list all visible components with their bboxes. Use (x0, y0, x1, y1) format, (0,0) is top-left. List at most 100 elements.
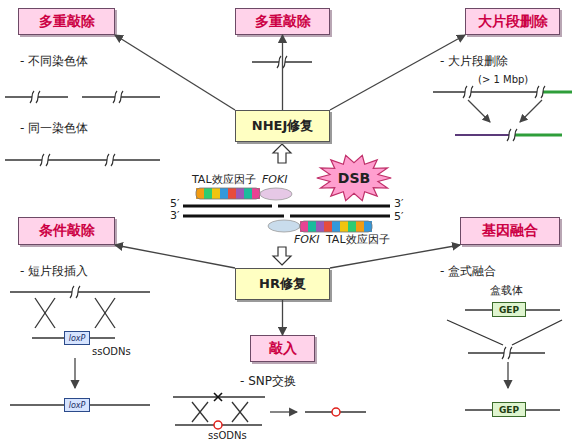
tal-effector-part (356, 221, 364, 232)
category-box: 条件敲除 (18, 217, 115, 245)
snp-exchange-illustration-part (232, 402, 248, 422)
connector-arrow (115, 35, 235, 110)
cassette-fusion-illustration (447, 310, 562, 410)
snp-exchange-illustration-part (214, 421, 222, 429)
annotation-label: 盒载体 (490, 285, 523, 297)
snp-exchange-illustration (173, 393, 366, 429)
annotation-label: FOKI (262, 174, 287, 186)
tal-effector-part (364, 221, 372, 232)
short-insertion-illustration-part (95, 298, 115, 328)
break-symbols-part (30, 91, 40, 103)
short-insertion-illustration-part (10, 291, 150, 292)
connector-arrow (282, 300, 283, 335)
break-symbols-part (277, 56, 287, 68)
large-deletion-illustration (433, 86, 572, 141)
node-text: GEP (499, 305, 519, 315)
dna-strands-part (290, 215, 390, 218)
cassette-fusion-illustration-part (512, 320, 562, 345)
tal-effector-part (260, 188, 292, 200)
large-deletion-illustration-part (463, 86, 473, 98)
annotation-label: - 同一染色体 (20, 122, 88, 135)
large-deletion-illustration-part (512, 134, 562, 137)
tal-effector-part (228, 188, 236, 199)
large-deletion-illustration-part (468, 100, 490, 122)
repair-box: NHEJ修复 (235, 110, 330, 142)
annotation-label: - 大片段删除 (440, 55, 508, 68)
break-symbols-part (40, 154, 50, 166)
tal-effector-part (308, 221, 316, 232)
annotation-label: - 短片段插入 (20, 265, 88, 278)
snp-exchange-illustration-part (192, 402, 208, 422)
node-text: 基因融合 (482, 222, 538, 240)
node-text: GEP (499, 405, 519, 415)
annotation-label: 3′ (170, 210, 180, 222)
category-box: 基因融合 (460, 217, 560, 245)
short-insertion-illustration-part (35, 298, 55, 328)
annotation-label: - 盒式融合 (440, 265, 496, 278)
break-symbols-part (113, 91, 123, 103)
break-symbols-part (70, 286, 80, 298)
category-box: 多重敲除 (18, 8, 115, 35)
gep-cassette: GEP (492, 402, 526, 417)
dna-strands-part (278, 205, 390, 208)
snp-exchange-illustration-part (214, 393, 222, 401)
short-insertion-illustration-part (74, 358, 75, 388)
break-symbols (502, 347, 512, 359)
node-text: 多重敲除 (39, 13, 95, 31)
repair-box: HR修复 (235, 268, 330, 300)
short-insertion-illustration (10, 292, 150, 405)
snp-exchange-illustration-part (270, 411, 297, 412)
annotation-label: TAL效应因子 (326, 234, 390, 246)
connector-arrow (115, 245, 235, 268)
annotation-label: - 不同染色体 (20, 55, 88, 68)
annotation-label: 3′ (394, 198, 404, 210)
tal-effector-part (340, 221, 348, 232)
tal-effector-part (252, 188, 260, 199)
tal-effector-part (332, 221, 340, 232)
node-text: NHEJ修复 (252, 117, 313, 135)
tal-effector-part (268, 220, 300, 232)
connector-arrow (330, 35, 465, 110)
tal-effector-part (236, 188, 244, 199)
large-deletion-illustration-part (520, 100, 542, 122)
node-text: 条件敲除 (39, 222, 95, 240)
tal-effector-part (300, 221, 308, 232)
snp-exchange-illustration-part (192, 402, 208, 422)
annotation-label: FOKI (294, 234, 319, 246)
category-box: 敲入 (250, 335, 315, 362)
tal-effector-part (204, 188, 212, 199)
loxp-box: loxP (64, 398, 90, 412)
tal-effector-part (316, 221, 324, 232)
annotation-label: 5′ (394, 211, 404, 223)
node-text: 敲入 (269, 340, 297, 358)
short-insertion-illustration-part (95, 298, 115, 328)
node-text: loxP (69, 401, 86, 410)
large-deletion-illustration-part (507, 129, 517, 141)
node-text: HR修复 (259, 275, 306, 293)
gep-cassette: GEP (492, 302, 526, 317)
hollow-arrows-part (273, 247, 291, 265)
loxp-box: loxP (64, 331, 90, 345)
node-text: loxP (69, 334, 86, 343)
large-deletion-illustration-part (540, 91, 572, 94)
break-symbols-part (105, 154, 115, 166)
tal-effector-part (244, 188, 252, 199)
large-deletion-illustration-part (455, 134, 512, 136)
tal-effector-part (196, 188, 260, 199)
chromosome-lines-part (5, 159, 160, 161)
break-symbols (70, 286, 80, 298)
snp-exchange-illustration-part (214, 393, 222, 401)
annotation-label: ssODNs (92, 346, 131, 357)
break-symbols-part (502, 347, 512, 359)
tal-effector-part (300, 221, 372, 232)
tal-effector-part (348, 221, 356, 232)
node-text: DSB (338, 170, 370, 186)
snp-exchange-illustration-part (332, 408, 340, 416)
tal-effector-part (196, 188, 204, 199)
short-insertion-illustration-part (35, 298, 55, 328)
node-text: 大片段删除 (478, 13, 548, 31)
dna-strands-part (183, 205, 272, 208)
annotation-label: - SNP交换 (240, 375, 296, 388)
snp-exchange-illustration-part (232, 402, 248, 422)
annotation-label: 5′ (170, 198, 180, 210)
